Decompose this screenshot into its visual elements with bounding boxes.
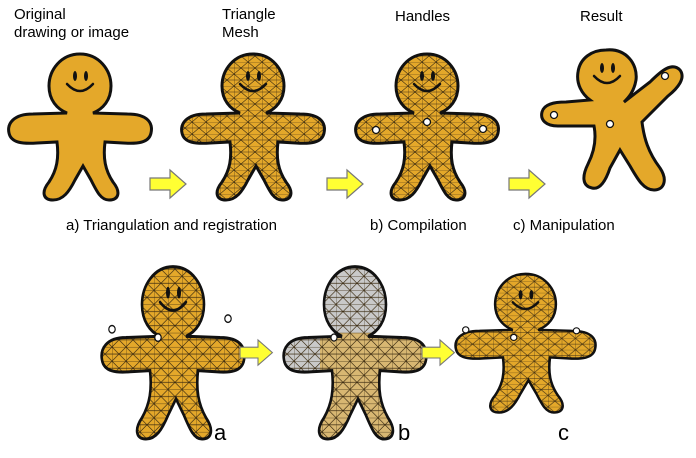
right-arrow-icon	[508, 169, 546, 199]
step-title-mesh: Triangle Mesh	[222, 6, 276, 42]
step-title-original: Original drawing or image	[14, 6, 129, 42]
handle-dot	[371, 125, 381, 135]
caption-manipulation: c) Manipulation	[513, 217, 615, 234]
step-title-line1: Triangle	[222, 6, 276, 23]
step-title-line1: Result	[580, 8, 623, 25]
result-figure	[540, 48, 684, 192]
bottom-figure-c	[454, 272, 597, 414]
handle-dot	[478, 124, 488, 134]
handle-dot	[660, 71, 670, 81]
handle-dot	[605, 119, 615, 129]
right-arrow-icon	[326, 169, 364, 199]
handle-dot	[461, 326, 470, 334]
handle-dot	[572, 327, 581, 335]
handle-dot	[154, 333, 162, 343]
caption-compilation: b) Compilation	[370, 217, 467, 234]
right-arrow-icon	[149, 169, 187, 199]
panel-label-b: b	[398, 420, 411, 445]
step-title-handles: Handles	[395, 8, 450, 26]
mesh-figure	[180, 52, 326, 202]
panel-label-c: c	[558, 420, 569, 445]
panel-label-a: a	[214, 420, 227, 445]
bottom-figure-b	[282, 265, 428, 441]
step-title-line2: Mesh	[222, 24, 259, 41]
caption-triangulation: a) Triangulation and registration	[66, 217, 277, 234]
handle-dot	[549, 110, 559, 120]
bottom-figure-a	[100, 265, 246, 441]
handle-dot	[108, 324, 116, 334]
handle-dot	[330, 333, 338, 342]
step-title-line1: Handles	[395, 8, 451, 25]
original-figure	[7, 52, 153, 202]
handle-dot	[510, 333, 518, 342]
handle-dot	[224, 314, 232, 324]
handle-dot	[422, 117, 432, 127]
step-title-result: Result	[580, 8, 623, 26]
handles-figure	[354, 52, 500, 202]
step-title-line2: drawing or image	[14, 24, 130, 41]
step-title-line1: Original	[14, 6, 66, 23]
